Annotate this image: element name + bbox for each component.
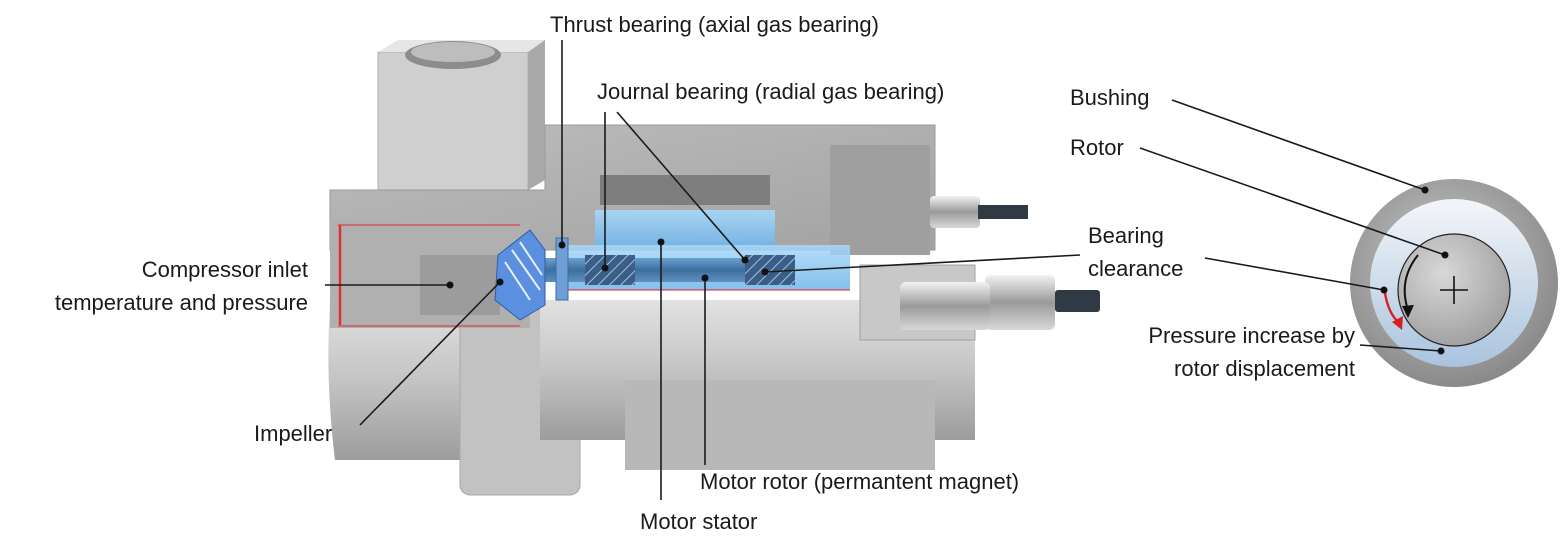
label-compressor-inlet-1: Compressor inlet [142, 257, 308, 282]
label-impeller: Impeller [254, 421, 332, 446]
label-compressor-inlet-2: temperature and pressure [55, 290, 308, 315]
label-rotor: Rotor [1070, 135, 1124, 160]
leader-lines [325, 40, 1449, 500]
label-motor-stator: Motor stator [640, 509, 757, 534]
bearing-cross-section [1350, 179, 1558, 387]
label-journal-bearing: Journal bearing (radial gas bearing) [597, 79, 944, 104]
label-pressure-increase-1: Pressure increase by [1148, 323, 1355, 348]
label-bearing-clearance-1: Bearing [1088, 223, 1164, 248]
label-thrust-bearing: Thrust bearing (axial gas bearing) [550, 12, 879, 37]
compressor-cutaway [328, 40, 1100, 496]
label-bushing: Bushing [1070, 85, 1150, 110]
label-bearing-clearance-2: clearance [1088, 256, 1183, 281]
label-pressure-increase-2: rotor displacement [1174, 356, 1355, 381]
labels: Thrust bearing (axial gas bearing) Journ… [55, 12, 1355, 534]
label-motor-rotor: Motor rotor (permantent magnet) [700, 469, 1019, 494]
